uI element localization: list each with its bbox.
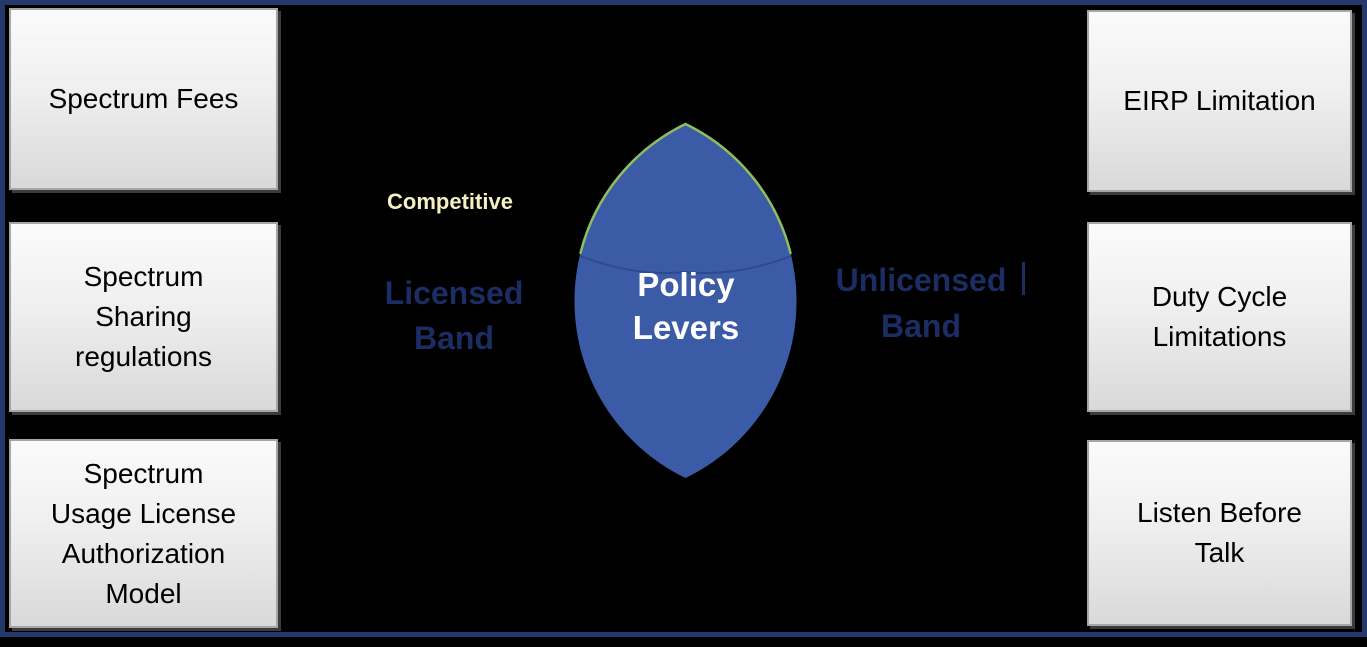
box-eirp-limitation: EIRP Limitation — [1087, 10, 1352, 192]
unlicensed-cursor-artifact — [1022, 262, 1025, 295]
box-spectrum-fees: Spectrum Fees — [9, 8, 278, 190]
box-listen-before-talk-label: Listen Before Talk — [1137, 497, 1302, 568]
competitive-label: Competitive — [387, 189, 513, 214]
box-spectrum-fees-label: Spectrum Fees — [48, 83, 239, 114]
lens-green-arc-right — [684, 122, 792, 255]
box-listen-before-talk: Listen Before Talk — [1087, 440, 1352, 626]
box-spectrum-usage-license: Spectrum Usage License Authorization Mod… — [9, 439, 278, 628]
box-spectrum-usage-license-label: Spectrum Usage License Authorization Mod… — [50, 457, 237, 609]
box-spectrum-sharing-regulations-label: Spectrum Sharing regulations — [75, 261, 212, 372]
box-eirp-limitation-label: EIRP Limitation — [1123, 85, 1316, 116]
unlicensed-band-label: Unlicensed Band — [835, 262, 1007, 344]
box-spectrum-sharing-regulations: Spectrum Sharing regulations — [9, 222, 278, 412]
box-duty-cycle-limitations-label: Duty Cycle Limitations — [1151, 281, 1288, 352]
policy-levers-label: Policy Levers — [632, 266, 740, 346]
lens-shape — [574, 124, 797, 478]
licensed-band-label: Licensed Band — [384, 275, 524, 356]
lens-seam-arc — [579, 255, 792, 274]
lens-green-arc-left — [579, 122, 687, 255]
box-duty-cycle-limitations: Duty Cycle Limitations — [1087, 222, 1352, 412]
